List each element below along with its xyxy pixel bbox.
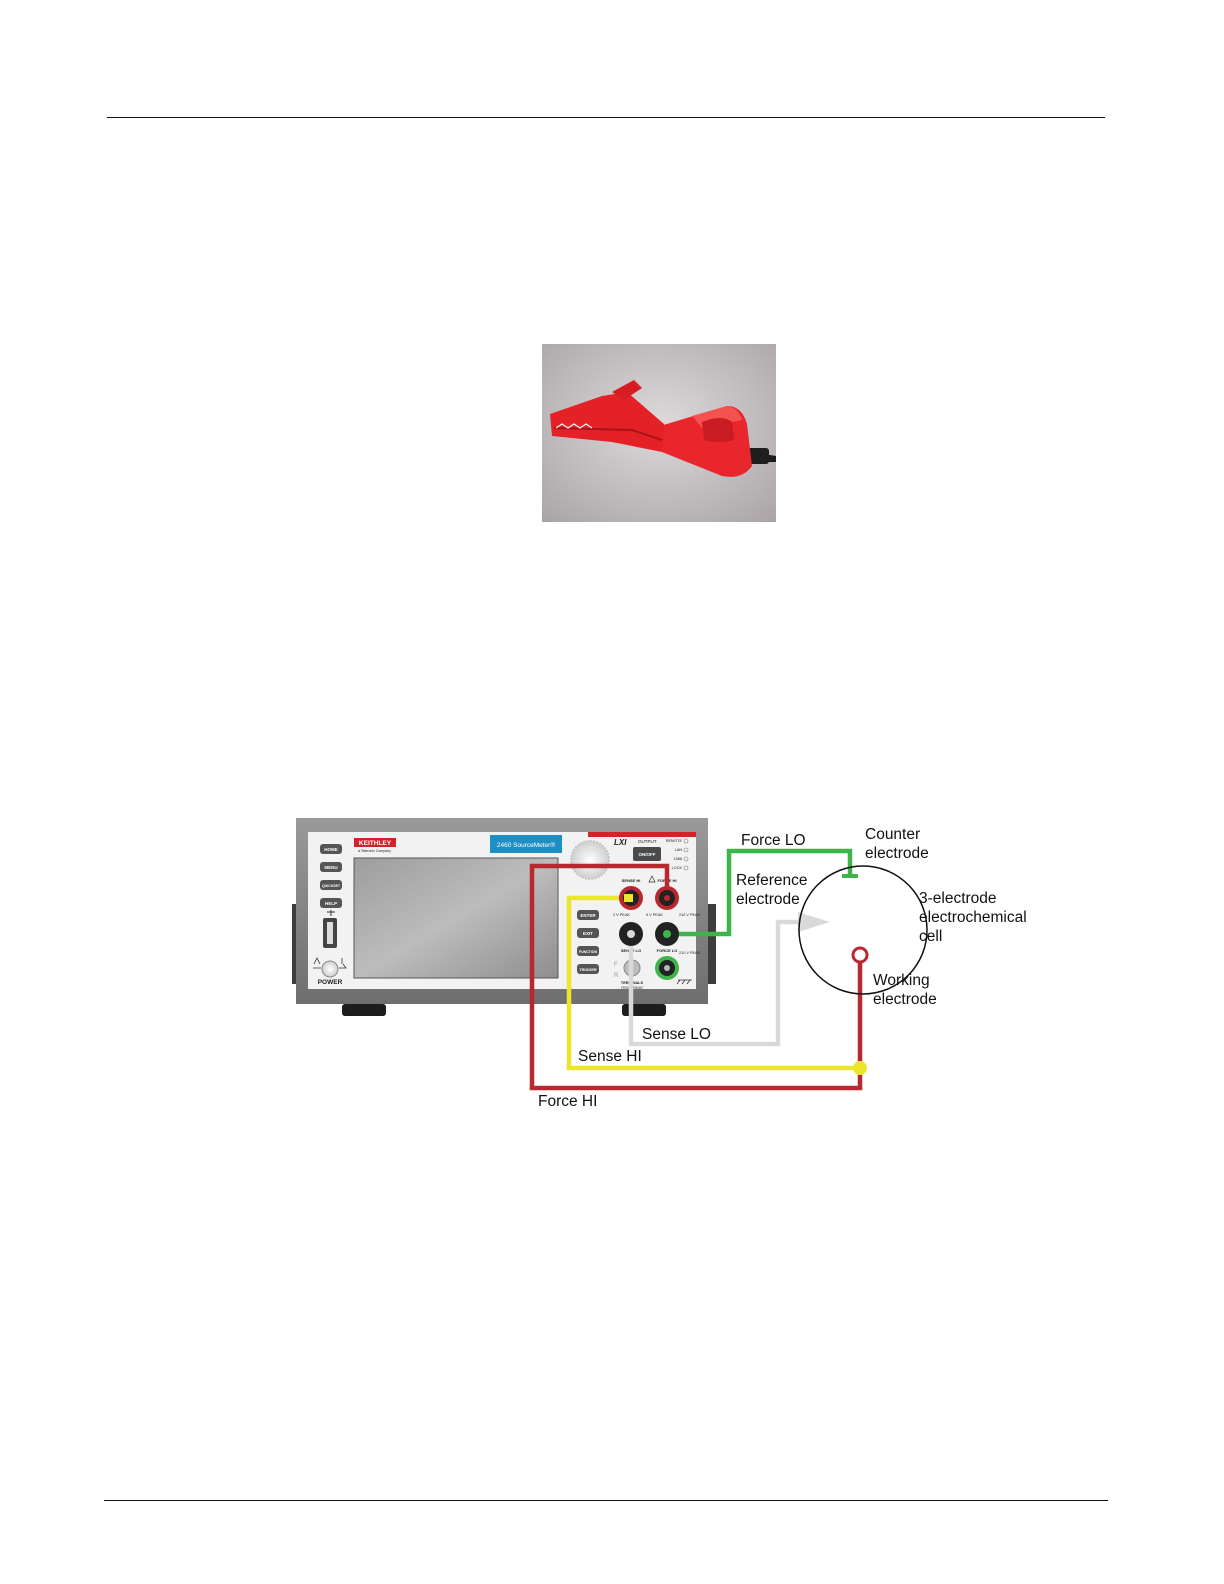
electrochemical-cell: [798, 865, 928, 995]
force-lo-wire: [667, 848, 853, 937]
function-button[interactable]: [577, 946, 599, 956]
alligator-clip-icon: [550, 380, 776, 477]
sense-lo-wire: [628, 919, 808, 1047]
left-button-column: HOME MENU QUICKSET HELP POWER: [313, 844, 347, 986]
footer-rule: [104, 1500, 1108, 1501]
instrument-foot-right: [622, 1004, 666, 1016]
status-1588-led: [683, 856, 689, 862]
status-lan-led: [683, 847, 689, 853]
home-button[interactable]: [320, 844, 342, 854]
rear-r-label: R: [614, 973, 619, 979]
connection-diagram: KEITHLEY a Tektronix Company 2460 Source…: [292, 818, 1027, 1110]
exit-button[interactable]: [577, 928, 599, 938]
menu-button[interactable]: [320, 862, 342, 872]
working-electrode-label-1: Working: [873, 972, 930, 989]
function-button-label: FUNCTION: [579, 950, 598, 954]
enter-button-label: ENTER: [580, 913, 596, 918]
sense-hi-junction: [853, 1061, 867, 1075]
cell-label-3: cell: [919, 928, 942, 945]
cell-label-2: electrochemical: [919, 909, 1027, 926]
right-button-column: ENTER EXIT FUNCTION TRIGGER: [577, 910, 599, 974]
output-on-off-button[interactable]: [633, 847, 661, 861]
instrument-foot-left: [342, 1004, 386, 1016]
model-label: 2460 SourceMeter®: [497, 841, 555, 849]
brand-sub-label: a Tektronix Company: [358, 849, 391, 853]
status-remote-label: REMOTE: [666, 839, 683, 843]
force-lo-terminal-label: FORCE LO: [657, 948, 678, 953]
reference-electrode-label-2: electrode: [736, 891, 800, 908]
enter-button[interactable]: [577, 910, 599, 920]
alligator-clip-photo: [542, 344, 776, 522]
usb-icon: [323, 910, 337, 948]
model-badge: [490, 835, 562, 853]
sense-hi-terminal-label: SENSE HI: [622, 878, 641, 883]
reference-electrode-arrow: [798, 912, 830, 932]
working-electrode: [851, 946, 869, 964]
status-1588-label: 1588: [674, 857, 682, 861]
status-lock-led: [683, 865, 689, 871]
sense-hi-wire: [566, 895, 860, 1071]
reference-electrode-label-1: Reference: [736, 872, 808, 889]
exit-button-label: EXIT: [583, 931, 593, 936]
peak-label-1: 2 V PEAK: [613, 913, 630, 917]
status-lock-label: LOCK: [672, 866, 683, 870]
menu-button-label: MENU: [324, 865, 337, 870]
chassis-ground-icon: [676, 979, 692, 985]
status-indicators: REMOTE LAN 1588 LOCK: [666, 838, 689, 871]
display-screen[interactable]: [353, 857, 559, 979]
cell-label-1: 3-electrode: [919, 890, 997, 907]
wiring: [529, 848, 867, 1091]
output-button-label: ON/OFF: [639, 852, 656, 857]
keithley-logo: [354, 838, 396, 847]
lxi-logo: LXI: [614, 838, 627, 847]
force-hi-label: Force HI: [538, 1093, 597, 1110]
trigger-button-label: TRIGGER: [579, 968, 597, 972]
counter-electrode-label-2: electrode: [865, 845, 929, 862]
terminals: [619, 886, 679, 980]
peak-label-2: 5 V PEAK: [646, 913, 663, 917]
power-label: POWER: [318, 979, 343, 986]
force-lo-label: Force LO: [741, 832, 806, 849]
quickset-button[interactable]: [320, 880, 342, 890]
trigger-button[interactable]: [577, 964, 599, 974]
front-f-label: F: [614, 962, 618, 968]
navigation-knob[interactable]: [570, 840, 610, 880]
status-lan-label: LAN: [675, 848, 683, 852]
status-remote-led: [683, 838, 689, 844]
warning-icon: [648, 875, 656, 883]
power-standby-icon: [313, 957, 347, 969]
peak-label-3: 210 V PEAK: [679, 913, 701, 917]
help-button-label: HELP: [325, 901, 337, 906]
sense-lo-label: Sense LO: [642, 1026, 711, 1043]
cell-outline: [798, 865, 928, 995]
header-rule: [107, 117, 1105, 118]
peak-label-4: 210 V PEAK: [679, 951, 701, 955]
sourcemeter-instrument: KEITHLEY a Tektronix Company 2460 Source…: [292, 818, 716, 1016]
quickset-button-label: QUICKSET: [322, 884, 341, 888]
output-label: OUTPUT: [638, 839, 657, 844]
home-button-label: HOME: [324, 847, 338, 852]
sense-hi-label: Sense HI: [578, 1048, 642, 1065]
power-button[interactable]: [321, 960, 339, 978]
brand-label: KEITHLEY: [359, 840, 392, 847]
help-button[interactable]: [320, 898, 342, 908]
working-electrode-label-2: electrode: [873, 991, 937, 1008]
counter-electrode-label-1: Counter: [865, 826, 920, 843]
